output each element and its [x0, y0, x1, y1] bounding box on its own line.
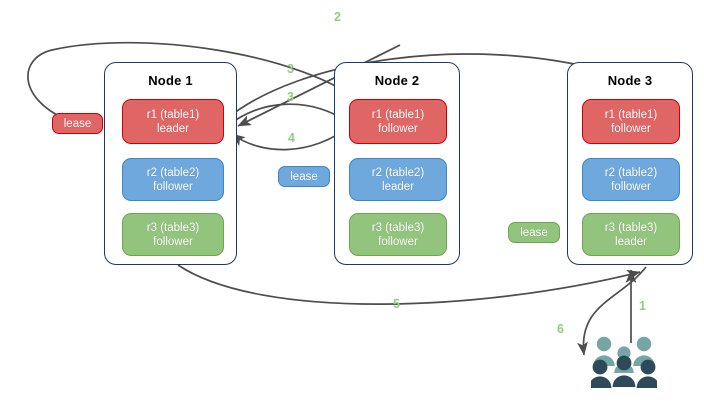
arrow-step-3-to-node2: [225, 103, 349, 128]
lease-badge-r2[interactable]: lease: [278, 166, 330, 187]
range-name: r3 (table3): [146, 221, 200, 234]
range-n3-r1[interactable]: r1 (table1) follower: [582, 99, 680, 144]
arrow-step-5: [177, 264, 641, 305]
range-role: follower: [153, 235, 193, 248]
range-name: r1 (table1): [146, 108, 200, 121]
step-label-5: 5: [393, 297, 400, 311]
range-role: follower: [378, 122, 418, 135]
range-name: r3 (table3): [604, 221, 658, 234]
node-title: Node 3: [607, 73, 653, 88]
range-name: r2 (table2): [146, 166, 200, 179]
range-name: r2 (table2): [371, 166, 425, 179]
step-label-3b: 3: [287, 90, 294, 104]
node-container-node-2[interactable]: Node 2 r1 (table1) follower r2 (table2) …: [334, 62, 460, 265]
node-title: Node 1: [148, 73, 193, 88]
step-label-3a: 3: [287, 62, 294, 76]
clients-group-icon: [588, 336, 660, 388]
range-role: leader: [157, 122, 189, 135]
people-icon-svg: [588, 336, 660, 388]
lease-badge-r3[interactable]: lease: [508, 222, 560, 243]
range-n3-r3[interactable]: r3 (table3) leader: [582, 213, 680, 256]
range-n1-r1[interactable]: r1 (table1) leader: [122, 99, 224, 144]
range-n2-r1[interactable]: r1 (table1) follower: [349, 99, 447, 144]
range-role: follower: [611, 122, 651, 135]
node-container-node-1[interactable]: Node 1 r1 (table1) leader r2 (table2) fo…: [104, 62, 237, 265]
lease-badge-r1[interactable]: lease: [52, 113, 103, 134]
range-name: r1 (table1): [604, 108, 658, 121]
range-role: follower: [153, 180, 193, 193]
range-role: leader: [615, 235, 647, 248]
step-label-1: 1: [639, 299, 646, 313]
range-n3-r2[interactable]: r2 (table2) follower: [582, 158, 680, 201]
range-n1-r3[interactable]: r3 (table3) follower: [122, 213, 224, 256]
step-label-4: 4: [288, 131, 295, 145]
range-n1-r2[interactable]: r2 (table2) follower: [122, 158, 224, 201]
range-name: r2 (table2): [604, 166, 658, 179]
range-name: r1 (table1): [371, 108, 425, 121]
node-title: Node 2: [374, 73, 420, 88]
step-label-2: 2: [334, 10, 341, 24]
range-role: follower: [611, 180, 651, 193]
range-name: r3 (table3): [371, 221, 425, 234]
step-label-6: 6: [557, 322, 564, 336]
range-n2-r2[interactable]: r2 (table2) leader: [349, 158, 447, 201]
range-role: leader: [382, 180, 414, 193]
people-front-row: [588, 355, 660, 388]
node-container-node-3[interactable]: Node 3 r1 (table1) follower r2 (table2) …: [567, 62, 693, 265]
range-n2-r3[interactable]: r3 (table3) follower: [349, 213, 447, 256]
range-role: follower: [378, 235, 418, 248]
